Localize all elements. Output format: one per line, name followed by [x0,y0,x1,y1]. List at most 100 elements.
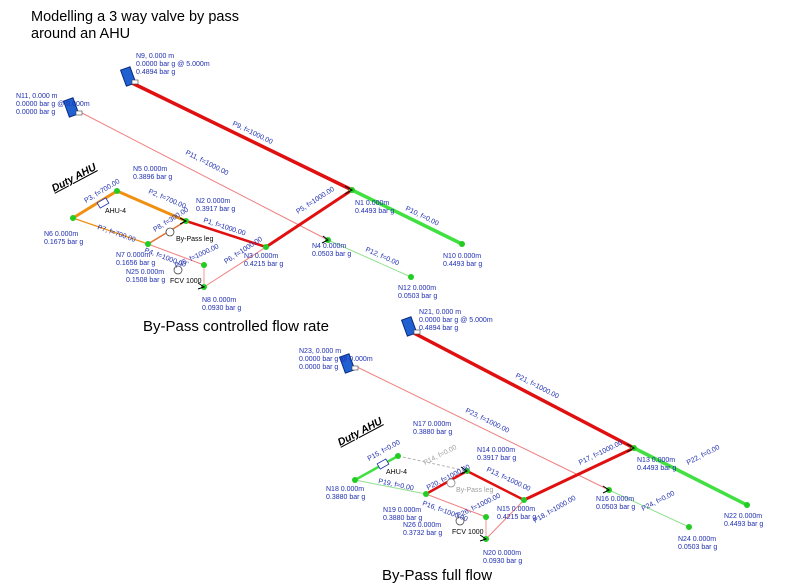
pipe-p20[interactable] [425,469,468,496]
svg-text:0.0000 bar g @ 0.000m: 0.0000 bar g @ 0.000m [299,356,373,363]
svg-text:0.3917 bar g: 0.3917 bar g [196,206,235,213]
node-n19[interactable] [423,491,429,497]
svg-text:N9, 0.000 m: N9, 0.000 m [136,53,174,60]
duty-ahu-top: Duty AHU [50,161,99,195]
svg-text:N4 0.000m: N4 0.000m [312,243,346,250]
duty-ahu-bottom: Duty AHU [336,415,385,449]
svg-text:0.0930 bar g: 0.0930 bar g [202,305,241,312]
arrow-icon [321,235,329,244]
pipe-label-p18: P18, f=1000.00 [533,495,578,525]
pipe-p15[interactable] [354,454,399,482]
svg-text:N13 0.000m: N13 0.000m [637,457,675,464]
node-n22[interactable] [744,502,750,508]
arrow-icon [460,466,468,475]
node-n18[interactable] [352,477,358,483]
tank-n11[interactable] [62,97,83,118]
arrow-icon [626,443,636,453]
pipe-p23[interactable] [354,365,610,491]
pipe-label-p7: P7, f=700.00 [96,224,136,244]
svg-text:0.4493 bar g: 0.4493 bar g [355,208,394,215]
label-n19: N19 0.000m 0.3880 bar g [383,507,422,522]
pipe-p13[interactable] [466,469,525,502]
tank-n23[interactable] [338,353,359,374]
pipe-p3[interactable] [72,189,118,220]
node-n7[interactable] [145,241,151,247]
node-n6[interactable] [70,215,76,221]
fcv-label-bottom: FCV 1000 [452,529,484,536]
pipe-p5[interactable] [265,188,353,249]
svg-text:N3 0.000m: N3 0.000m [244,253,278,260]
pipe-label-p11: P11, f=1000.00 [184,150,229,178]
bypass-valve-bottom[interactable]: By-Pass leg [446,478,493,494]
ahu-label-bottom: AHU-4 [386,469,407,476]
label-n8: N8 0.000m 0.0930 bar g [202,297,241,312]
arrow-icon [197,282,206,290]
node-n5[interactable] [114,188,120,194]
pipe-p7[interactable] [72,217,149,245]
label-n12: N12 0.000m 0.0503 bar g [398,285,437,300]
pipe-p26[interactable] [425,493,487,518]
pipe-p1[interactable] [185,219,267,249]
svg-text:N23, 0.000 m: N23, 0.000 m [299,348,341,355]
caption-bottom: By-Pass full flow [382,567,492,584]
label-n11: N11, 0.000 m 0.0000 bar g @ 0.000m 0.000… [16,93,90,116]
svg-text:0.4493 bar g: 0.4493 bar g [443,261,482,268]
label-n21: N21, 0.000 m 0.0000 bar g @ 5.000m 0.489… [419,309,493,332]
fcv-top[interactable]: FCV 1000 [170,265,202,285]
label-n13: N13 0.000m 0.4493 bar g [637,457,676,472]
label-n15: N15 0.000m 0.4215 bar g [497,506,536,521]
pipe-p17[interactable] [523,446,635,502]
svg-text:0.0503 bar g: 0.0503 bar g [312,251,351,258]
fcv-bottom[interactable]: FCV 1000 [452,516,484,536]
pipe-p19[interactable] [354,479,427,495]
pipe-p21[interactable] [409,329,635,450]
svg-text:0.4894 bar g: 0.4894 bar g [136,69,175,76]
arrow-icon [602,485,610,494]
node-n17[interactable] [395,453,401,459]
svg-text:N6 0.000m: N6 0.000m [44,231,78,238]
pipe-p14[interactable] [397,455,468,472]
pipe-p10[interactable] [351,188,463,246]
bypass-valve-top[interactable]: By-Pass leg [165,227,213,243]
tank-n21[interactable] [400,316,421,337]
label-n14: N14 0.000m 0.3917 bar g [477,447,516,462]
node-n15[interactable] [521,497,527,503]
node-n10[interactable] [459,241,465,247]
pipe-p11[interactable] [79,111,329,241]
svg-text:0.0503 bar g: 0.0503 bar g [398,293,437,300]
pipe-p12[interactable] [327,239,412,278]
node-n3[interactable] [263,244,269,250]
pipe-label-p19: P19, f=0.00 [378,478,415,492]
pipe-label-p14: P14, f=0.00 [423,444,458,467]
svg-text:N12 0.000m: N12 0.000m [398,285,436,292]
pipe-p18[interactable] [485,499,525,540]
top-network: AHU-4 By-Pass leg FCV 1000 Duty AHU N9, … [16,53,482,312]
svg-text:0.0000 bar g @ 5.000m: 0.0000 bar g @ 5.000m [419,317,493,324]
svg-text:0.1656 bar g: 0.1656 bar g [116,260,155,267]
ahu-label-top: AHU-4 [105,208,126,215]
pipe-p24[interactable] [608,489,690,528]
node-n25[interactable] [201,262,207,268]
bypass-label-top: By-Pass leg [176,236,213,243]
svg-text:N5 0.000m: N5 0.000m [133,166,167,173]
label-n3: N3 0.000m 0.4215 bar g [244,253,283,268]
node-n24[interactable] [686,524,692,530]
svg-text:0.4894 bar g: 0.4894 bar g [419,325,458,332]
pipe-p9[interactable] [127,79,353,192]
pipe-p6[interactable] [203,246,267,288]
label-n17: N17 0.000m 0.3880 bar g [413,421,452,436]
caption-top: By-Pass controlled flow rate [143,318,329,335]
ahu-top[interactable]: AHU-4 [96,197,126,215]
pipe-p25[interactable] [147,243,205,266]
title-line-1: Modelling a 3 way valve by pass [31,9,239,25]
ahu-bottom[interactable]: AHU-4 [376,458,407,476]
pipe-p2[interactable] [116,189,187,223]
node-n26[interactable] [483,514,489,520]
svg-text:N18 0.000m: N18 0.000m [326,486,364,493]
pipe-p22[interactable] [633,446,748,507]
svg-text:N8 0.000m: N8 0.000m [202,297,236,304]
tank-n9[interactable] [119,66,139,87]
node-n12[interactable] [408,274,414,280]
fcv-label-top: FCV 1000 [170,278,202,285]
